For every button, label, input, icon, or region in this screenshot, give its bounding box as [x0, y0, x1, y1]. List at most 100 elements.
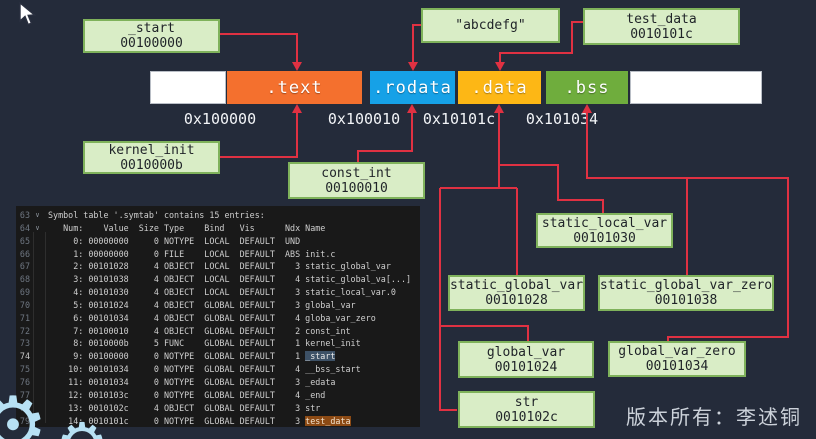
terminal-row-68: 68 3: 00101038 4 OBJECT LOCAL DEFAULT 4 … — [16, 273, 420, 286]
copyright-watermark: 版本所有：李述铜 — [626, 407, 802, 429]
symbol-address: 0010101c — [630, 26, 693, 42]
line-number: 67 — [19, 261, 30, 272]
arrow-abcdefg-to-rodata — [412, 24, 421, 64]
symbol-box-abcdefg: "abcdefg" — [421, 8, 560, 43]
line-number: 73 — [19, 338, 30, 349]
symbol-name: static_local_var — [541, 215, 668, 231]
symbol-name: "abcdefg" — [455, 18, 526, 33]
symbol-name: kernel_init — [108, 142, 195, 158]
arrowhead-down-text — [292, 62, 302, 71]
symbol-address: 0010102c — [495, 409, 558, 425]
line-number: 65 — [19, 235, 30, 246]
terminal-rows: 63 ∨ Symbol table '.symtab' contains 15 en… — [16, 209, 420, 427]
line-number: 79 — [19, 415, 30, 426]
line-data-to-static-local-var — [499, 164, 604, 214]
address-label-0x101034: 0x101034 — [525, 110, 599, 128]
terminal-text: 6: 00101034 4 OBJECT GLOBAL DEFAULT 4 gl… — [48, 312, 376, 323]
symbol-address: 00100000 — [120, 36, 183, 51]
arrowhead-up-bss — [582, 104, 592, 113]
terminal-text: 3: 00101038 4 OBJECT LOCAL DEFAULT 4 sta… — [48, 274, 412, 285]
symbol-name: str — [514, 394, 539, 410]
gear-icon: ⚙ — [0, 381, 48, 439]
address-label-0x10101c: 0x10101c — [422, 110, 496, 128]
line-data-to-global-var — [440, 325, 529, 342]
terminal-text: Symbol table '.symtab' contains 15 entri… — [48, 210, 265, 220]
section-bss: .bss — [546, 71, 628, 104]
mouse-cursor-icon — [19, 2, 37, 26]
terminal-row-73: 73 8: 0010000b 5 FUNC GLOBAL DEFAULT 1 k… — [16, 337, 420, 350]
section-filler-0 — [150, 71, 226, 104]
arrow-start-to-text — [219, 33, 298, 64]
terminal-text: 2: 00101028 4 OBJECT LOCAL DEFAULT 3 sta… — [48, 261, 391, 272]
arrow-const-int-to-rodata — [357, 111, 413, 163]
terminal-row-75: 75 10: 00101034 0 NOTYPE GLOBAL DEFAULT … — [16, 363, 420, 376]
line-number: 77 — [19, 389, 30, 400]
symbol-name: static_global_var_zero — [599, 278, 773, 293]
symbol-table-terminal[interactable]: 63 ∨ Symbol table '.symtab' contains 15 en… — [16, 206, 420, 427]
address-label-0x100010: 0x100010 — [327, 110, 401, 128]
highlighted-symbol-_start: _start — [305, 351, 336, 362]
line-data-to-str — [439, 188, 457, 411]
symbol-name: static_global_var — [449, 278, 584, 293]
connector-paths — [219, 21, 789, 411]
terminal-row-79: 79 14: 0010101c 0 NOTYPE GLOBAL DEFAULT … — [16, 415, 420, 428]
symbol-name: test_data — [626, 11, 697, 27]
arrowhead-down-data — [495, 62, 505, 71]
address-label-0x100000: 0x100000 — [183, 110, 257, 128]
arrowhead-up-data — [494, 104, 504, 113]
terminal-row-63: 63 ∨ Symbol table '.symtab' contains 15 en… — [16, 209, 420, 222]
terminal-text: 5: 00101024 4 OBJECT GLOBAL DEFAULT 3 gl… — [48, 299, 356, 310]
symbol-name: global_var — [486, 344, 566, 360]
line-number: 70 — [19, 299, 30, 310]
terminal-text: 9: 00100000 0 NOTYPE GLOBAL DEFAULT 1 _s… — [48, 351, 336, 362]
terminal-text: Num: Value Size Type Bind Vis Ndx Name — [48, 222, 326, 233]
symbol-address: 00101030 — [573, 230, 636, 246]
fold-chevron-icon[interactable]: ∨ — [35, 211, 40, 219]
arrowhead-up-rodata — [407, 104, 417, 113]
symbol-address: 0010000b — [120, 157, 183, 173]
line-number: 74 — [19, 351, 30, 362]
terminal-text: 14: 0010101c 0 NOTYPE GLOBAL DEFAULT 3 t… — [48, 415, 351, 426]
symbol-address: 00101028 — [485, 293, 548, 308]
terminal-row-65: 65 0: 00000000 0 NOTYPE LOCAL DEFAULT UN… — [16, 235, 420, 248]
indent-guide — [33, 232, 34, 423]
line-number: 78 — [19, 402, 30, 413]
terminal-text: 11: 00101034 0 NOTYPE GLOBAL DEFAULT 3 _… — [48, 376, 336, 387]
indent-guide — [45, 232, 46, 423]
terminal-row-72: 72 7: 00100010 4 OBJECT GLOBAL DEFAULT 2… — [16, 325, 420, 338]
arrow-kernel-init-to-text — [219, 111, 298, 158]
line-number: 69 — [19, 287, 30, 298]
gear-icon: ⚙ — [56, 415, 108, 439]
symbol-address: 00101034 — [645, 359, 709, 374]
terminal-row-64: 64∨ Num: Value Size Type Bind Vis Ndx Na… — [16, 222, 420, 235]
terminal-text: 4: 00101030 4 OBJECT LOCAL DEFAULT 3 sta… — [48, 287, 396, 298]
terminal-text: 13: 0010102c 4 OBJECT GLOBAL DEFAULT 3 s… — [48, 402, 321, 413]
terminal-row-67: 67 2: 00101028 4 OBJECT LOCAL DEFAULT 3 … — [16, 260, 420, 273]
line-number: 76 — [19, 376, 30, 387]
arrowheads — [292, 62, 592, 113]
line-number: 66 — [19, 248, 30, 259]
section-rodata: .rodata — [370, 71, 455, 104]
line-bss-to-global-var-zero — [586, 111, 789, 342]
terminal-row-66: 66 1: 00000000 0 FILE LOCAL DEFAULT ABS … — [16, 248, 420, 261]
line-number: 63 — [19, 210, 30, 220]
symbol-address: 00101038 — [654, 293, 718, 308]
section-filler-5 — [630, 71, 762, 104]
arrowhead-up-text — [292, 104, 302, 113]
symbol-name: global_var_zero — [618, 344, 736, 359]
section-text: .text — [227, 71, 362, 104]
terminal-text: 10: 00101034 0 NOTYPE GLOBAL DEFAULT 4 _… — [48, 364, 361, 375]
section-data: .data — [458, 71, 541, 104]
fold-chevron-icon[interactable]: ∨ — [35, 223, 40, 232]
line-number: 75 — [19, 364, 30, 375]
terminal-text: 7: 00100010 4 OBJECT GLOBAL DEFAULT 2 co… — [48, 325, 351, 336]
arrow-test-data-to-data — [499, 21, 583, 64]
